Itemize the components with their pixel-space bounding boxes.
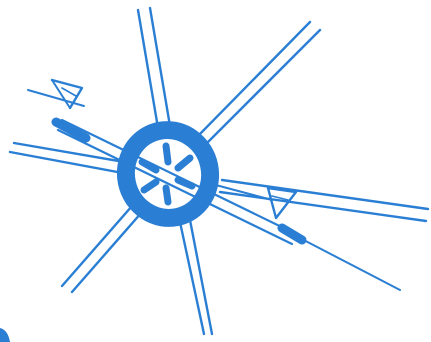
rod-tip-right — [282, 228, 302, 240]
spoke-left — [10, 143, 130, 174]
rod — [58, 120, 400, 290]
arrow-upper-left — [28, 80, 84, 108]
hub-ring — [118, 122, 218, 226]
spoke-right — [220, 180, 428, 221]
corner-ink-blot — [0, 328, 10, 342]
spoke-top — [138, 8, 170, 128]
spoke-bottom — [180, 220, 212, 334]
spoke-upper-right — [196, 22, 320, 146]
spoke-lower-left — [62, 206, 142, 292]
